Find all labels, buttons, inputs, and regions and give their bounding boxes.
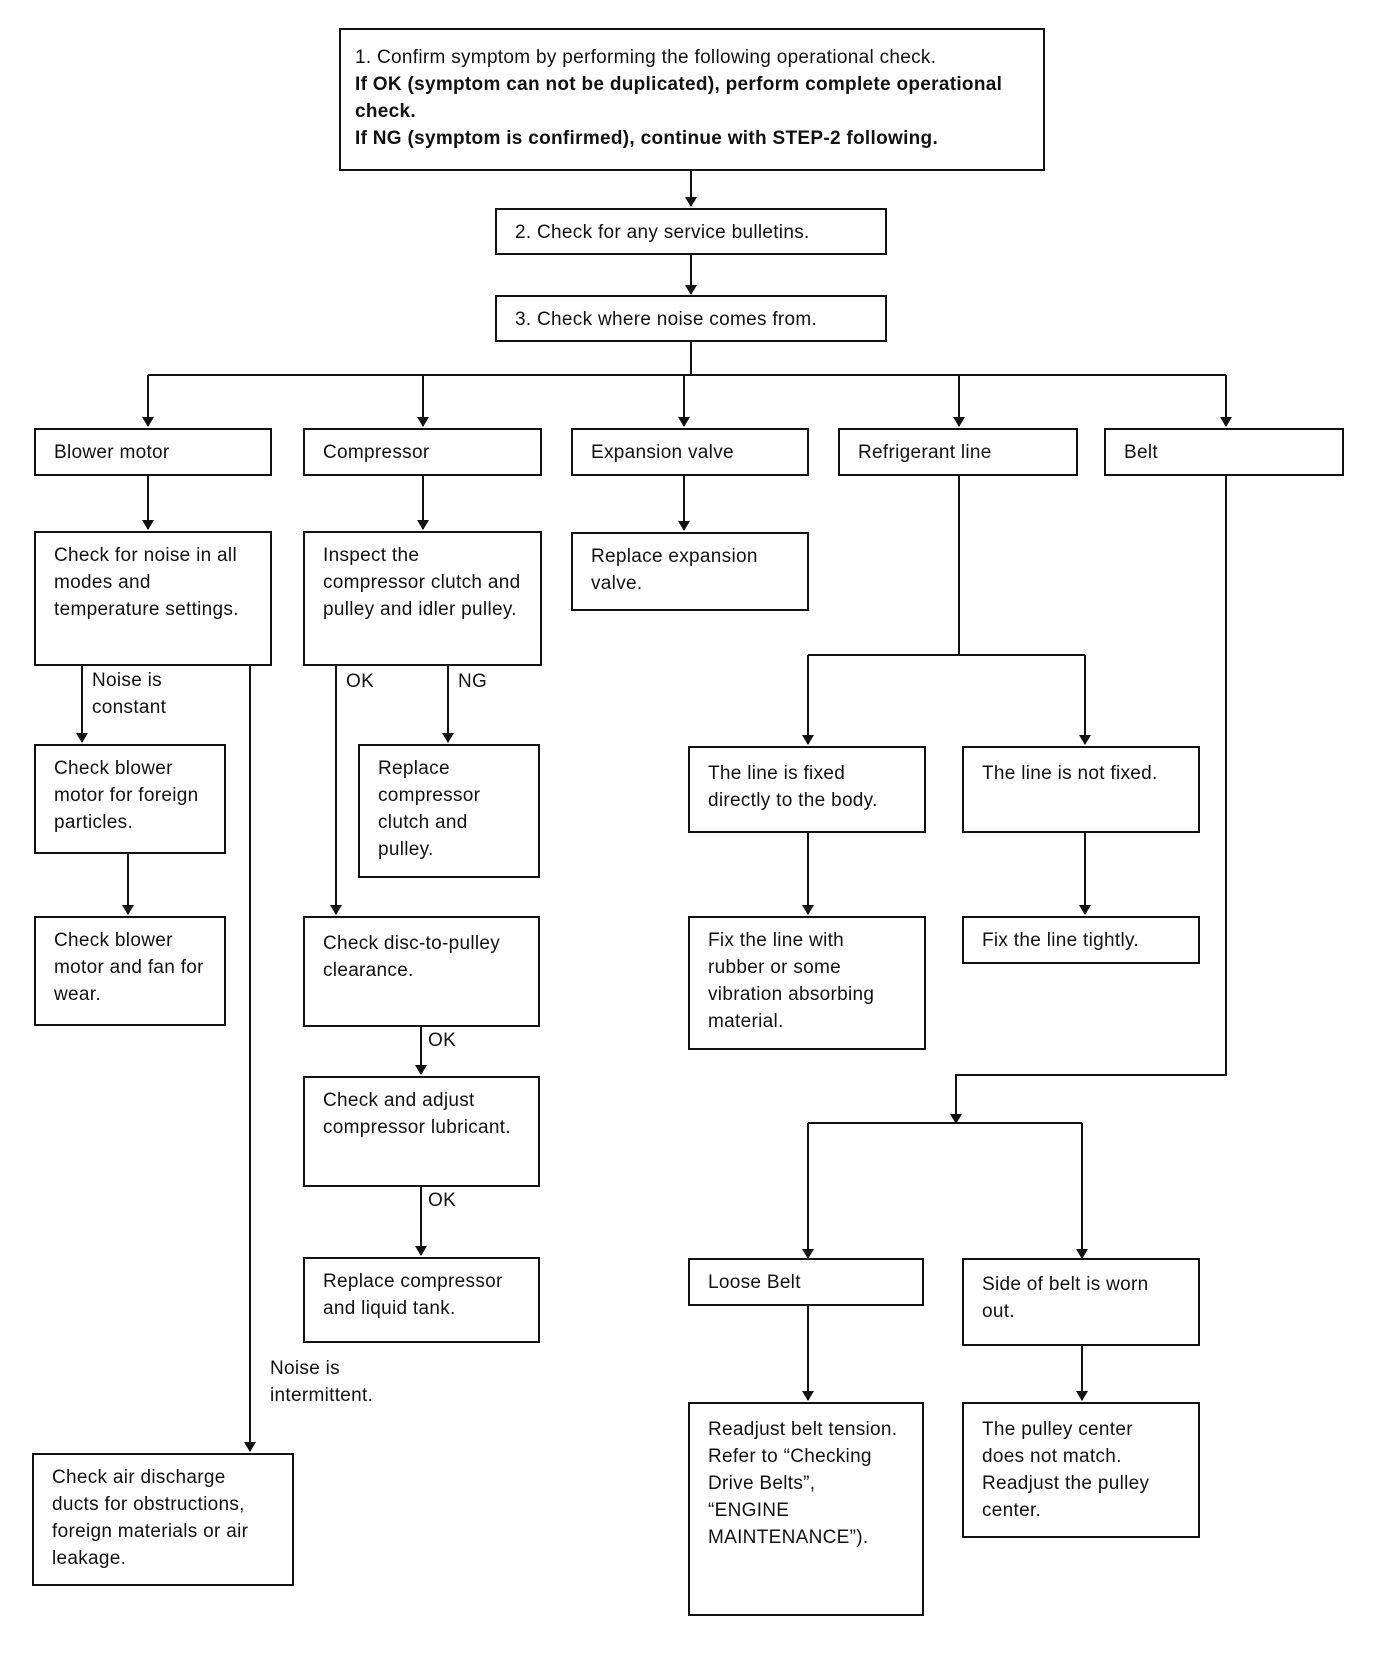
belt-worn-text: Side of belt is worn out. xyxy=(982,1274,1149,1322)
noise-constant-label: Noise is constant xyxy=(92,670,167,718)
noise-intermittent-label: Noise is intermittent. xyxy=(270,1358,374,1406)
refer-drive-belts-text: Refer to “Checking Drive Belts”, xyxy=(708,1446,872,1494)
pulley-center-readjust: The pulley center does not match. Readju… xyxy=(962,1402,1200,1538)
line-not-fixed-text: The line is not fixed. xyxy=(982,763,1158,784)
pulley-center-text: The pulley center does not match. Readju… xyxy=(982,1419,1150,1521)
lubricant-ok-label: OK xyxy=(428,1190,457,1211)
replace-clutch-text: Replace compressor clutch and pulley. xyxy=(378,758,481,860)
source-blower-motor: Blower motor xyxy=(34,428,272,476)
step3-box: 3. Check where noise comes from. xyxy=(495,295,887,342)
belt-drop xyxy=(950,476,1227,1124)
source-expansion-label: Expansion valve xyxy=(591,442,734,463)
replace-compressor-clutch: Replace compressor clutch and pulley. xyxy=(358,744,540,878)
loose-belt: Loose Belt xyxy=(688,1258,924,1306)
compressor-inspect: Inspect the compressor clutch and pulley… xyxy=(303,531,542,666)
check-disc-pulley-clearance: Check disc-to-pulley clearance. xyxy=(303,916,540,1027)
fix-line-tightly: Fix the line tightly. xyxy=(962,916,1200,964)
step1-confirm-text: 1. Confirm symptom by performing the fol… xyxy=(355,47,937,68)
check-compressor-lubricant: Check and adjust compressor lubricant. xyxy=(303,1076,540,1187)
inspect-ng-label: NG xyxy=(458,671,488,692)
step2-text: 2. Check for any service bulletins. xyxy=(515,222,810,243)
fix-rubber-text: Fix the line with rubber or some vibrati… xyxy=(708,930,875,1032)
source-refrigerant-label: Refrigerant line xyxy=(858,442,992,463)
source-belt: Belt xyxy=(1104,428,1344,476)
fix-tight-text: Fix the line tightly. xyxy=(982,930,1139,951)
disc-ok-label: OK xyxy=(428,1030,457,1051)
replace-expansion-valve: Replace expansion valve. xyxy=(571,532,809,611)
source-refrigerant-line: Refrigerant line xyxy=(838,428,1078,476)
blower-wear-text: Check blower motor and fan for wear. xyxy=(54,930,204,1005)
readjust-tension-text: Readjust belt tension. xyxy=(708,1419,898,1440)
blower-fan-wear: Check blower motor and fan for wear. xyxy=(34,916,226,1026)
blower-check-noise: Check for noise in all modes and tempera… xyxy=(34,531,272,666)
source-compressor: Compressor xyxy=(303,428,542,476)
blower-check-noise-text: Check for noise in all modes and tempera… xyxy=(54,545,239,620)
compressor-inspect-text: Inspect the compressor clutch and pulley… xyxy=(323,545,521,620)
lubricant-text: Check and adjust compressor lubricant. xyxy=(323,1090,511,1138)
belt-side-worn: Side of belt is worn out. xyxy=(962,1258,1200,1346)
air-ducts-text: Check air discharge ducts for obstructio… xyxy=(52,1467,249,1569)
source-expansion-valve: Expansion valve xyxy=(571,428,809,476)
inspect-ok-label: OK xyxy=(346,671,375,692)
replace-expansion-text: Replace expansion valve. xyxy=(591,546,758,594)
step2-box: 2. Check for any service bulletins. xyxy=(495,208,887,255)
readjust-belt-tension: Readjust belt tension. Refer to “Checkin… xyxy=(688,1402,924,1616)
step1-box: 1. Confirm symptom by performing the fol… xyxy=(339,28,1045,171)
blower-foreign-text: Check blower motor for foreign particles… xyxy=(54,758,199,833)
line-fixed-text: The line is fixed directly to the body. xyxy=(708,763,878,811)
replace-compressor-tank: Replace compressor and liquid tank. xyxy=(303,1257,540,1343)
loose-belt-text: Loose Belt xyxy=(708,1272,801,1293)
fix-line-rubber: Fix the line with rubber or some vibrati… xyxy=(688,916,926,1050)
replace-compressor-text: Replace compressor and liquid tank. xyxy=(323,1271,503,1319)
line-not-fixed: The line is not fixed. xyxy=(962,746,1200,833)
source-blower-label: Blower motor xyxy=(54,442,170,463)
blower-foreign-particles: Check blower motor for foreign particles… xyxy=(34,744,226,854)
check-air-ducts: Check air discharge ducts for obstructio… xyxy=(32,1453,294,1586)
refer-engine-maintenance-text: “ENGINE MAINTENANCE”). xyxy=(708,1500,869,1548)
disc-clearance-text: Check disc-to-pulley clearance. xyxy=(323,933,501,981)
step3-text: 3. Check where noise comes from. xyxy=(515,309,818,330)
source-compressor-label: Compressor xyxy=(323,442,430,463)
step1-ng-text: If NG (symptom is confirmed), continue w… xyxy=(355,128,939,149)
source-belt-label: Belt xyxy=(1124,442,1158,463)
step1-ok-text: If OK (symptom can not be duplicated), p… xyxy=(355,74,1003,122)
line-fixed-to-body: The line is fixed directly to the body. xyxy=(688,746,926,833)
